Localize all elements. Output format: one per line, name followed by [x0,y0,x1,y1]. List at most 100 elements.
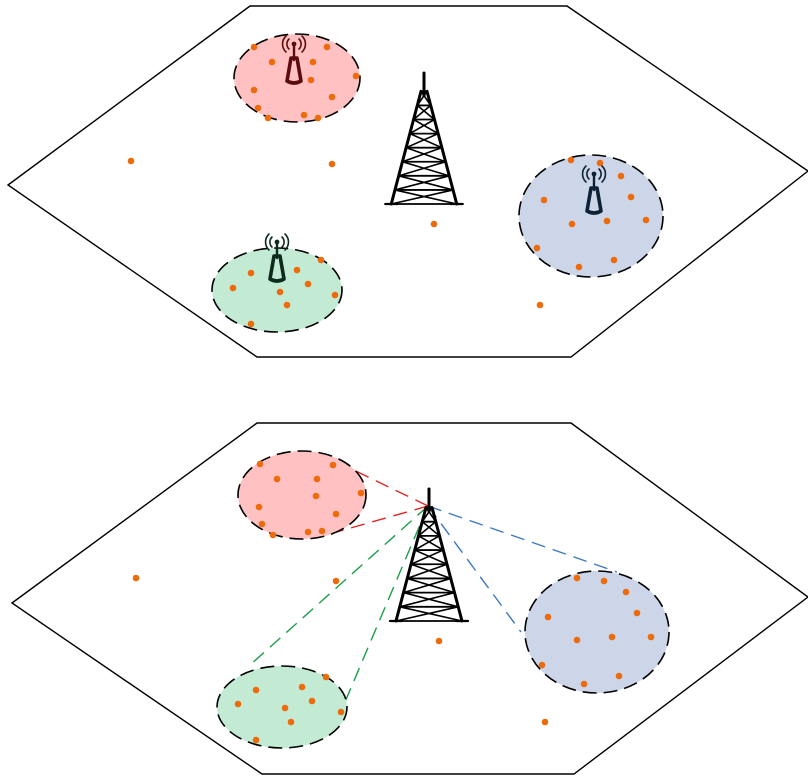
tower-brace [397,175,454,191]
user-dot-icon [312,492,320,500]
user-dot-icon [533,244,541,252]
tower-brace [390,189,454,205]
user-dot-icon [287,718,295,726]
signal-source [274,239,280,245]
user-dot-icon [603,217,611,225]
tower-brace [412,118,439,135]
tower-brace [405,132,439,149]
user-dot-icon [573,574,581,582]
beam-red [334,460,429,507]
signal-wave [269,236,273,248]
user-dot-icon [313,475,321,483]
tower-brace [397,160,447,177]
user-dot-icon [304,528,312,536]
user-dot-icon [298,683,306,691]
user-dot-icon [332,577,340,585]
tower-brace [406,577,456,594]
bottom-hexagon-cell [10,422,808,775]
tower-brace [421,506,433,523]
signal-wave [598,168,602,180]
antenna-body [285,56,303,85]
user-dot-icon [307,76,315,84]
user-dot-icon [300,111,308,119]
tower-brace [420,90,432,107]
user-dot-icon [264,114,272,122]
tower-brace [394,189,458,205]
small-cell-antenna-icon [281,35,307,85]
user-dot-icon [647,633,655,641]
tower-brace [401,160,451,177]
top-cluster-red [233,33,361,123]
beam-green [249,505,429,666]
tower-brace [425,506,437,523]
user-dot-icon [596,159,604,167]
user-dot-icon [314,114,322,122]
user-dot-icon [352,72,360,80]
user-dot-icon [622,588,630,596]
tower-brace [409,132,443,149]
user-dot-icon [252,686,260,694]
user-dot-icon [540,196,548,204]
top-cluster-blue [518,154,664,278]
tower-brace [402,591,460,608]
antenna-body [585,186,603,215]
tower-brace [401,146,443,163]
signal-wave [286,38,290,50]
user-dot-icon [567,156,575,164]
user-dot-icon [281,704,289,712]
user-dot-icon [250,86,258,94]
user-dot-icon [568,220,576,228]
user-dot-icon [268,58,276,66]
user-dot-icon [575,263,583,271]
user-dot-icon [331,291,339,299]
user-dot-icon [430,220,438,228]
tower-brace [395,606,460,622]
user-dot-icon [627,193,635,201]
tower-brace [410,549,445,566]
bottom-cluster-blue [524,570,670,694]
user-dot-icon [254,104,262,112]
user-dot-icon [127,157,135,165]
user-dot-icon [329,461,337,469]
user-dot-icon [308,697,316,705]
tower-brace [398,591,456,608]
beam-green [341,505,429,710]
signal-wave [298,38,302,50]
tower-brace [417,535,445,551]
tower-brace [413,535,441,551]
beam-blue [427,505,522,633]
user-dot-icon [615,672,623,680]
signal-wave [601,165,607,183]
user-dot-icon [247,320,255,328]
user-dot-icon [252,736,260,744]
user-dot-icon [323,43,331,51]
user-dot-icon [255,503,263,511]
tower-icon [384,71,464,206]
user-dot-icon [234,700,242,708]
beam-red [332,505,429,534]
user-dot-icon [328,93,336,101]
user-dot-icon [273,475,281,483]
user-dot-icon [536,301,544,309]
signal-wave [264,233,270,251]
user-dot-icon [250,43,258,51]
user-dot-icon [229,284,237,292]
tower-brace [398,606,463,622]
tower-brace [421,520,441,537]
user-dot-icon [608,633,616,641]
tower-brace [413,549,448,566]
signal-wave [284,233,290,251]
tower-brace [412,104,432,121]
user-dot-icon [600,577,608,585]
user-dot-icon [642,216,650,224]
small-cell-antenna-icon [264,233,290,283]
user-dot-icon [633,609,641,617]
user-dot-icon [293,266,301,274]
tower-brace [410,563,452,580]
bottom-cluster-red [237,450,367,540]
user-dot-icon [541,718,549,726]
user-dot-icon [322,673,330,681]
antenna-body [268,254,286,283]
user-dot-icon [309,58,317,66]
